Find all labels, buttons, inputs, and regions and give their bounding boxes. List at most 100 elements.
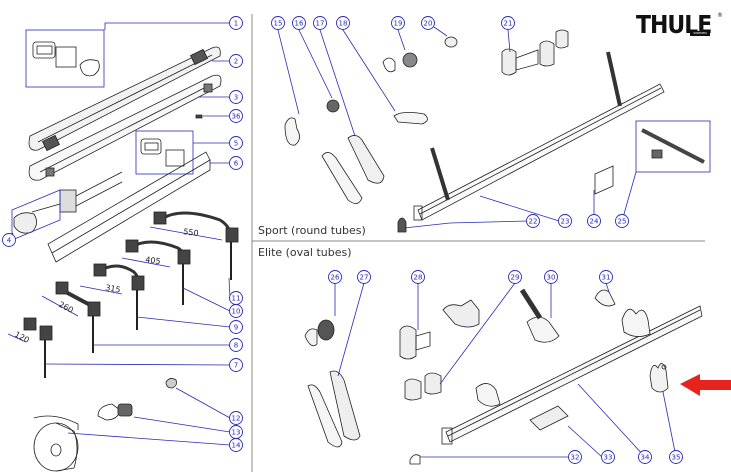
callout-2: 2	[229, 54, 243, 68]
elite-section-label: Elite (oval tubes)	[258, 246, 352, 259]
callout-circle	[229, 411, 243, 425]
callout-15: 15	[271, 16, 285, 30]
callout-number: 34	[641, 454, 650, 462]
elite-rail	[441, 305, 703, 445]
sport-section-drawings	[284, 29, 711, 233]
callout-circle	[669, 450, 683, 464]
callout-circle	[2, 233, 16, 247]
callout-29: 29	[508, 270, 522, 284]
callout-18: 18	[336, 16, 350, 30]
callout-circle	[229, 438, 243, 452]
callout-33: 33	[601, 450, 615, 464]
carrier-bar-upper	[28, 46, 221, 152]
callout-number: 16	[295, 20, 304, 28]
sport-rail	[413, 51, 665, 221]
callout-circle	[229, 54, 243, 68]
callout-number: 27	[360, 274, 369, 282]
callout-circle	[599, 270, 613, 284]
callout-16: 16	[292, 16, 306, 30]
lock-clamp-assembly	[11, 171, 123, 241]
elite-section-drawings	[304, 288, 703, 465]
callout-3: 3	[229, 90, 243, 104]
callout-circle	[508, 270, 522, 284]
callout-17: 17	[313, 16, 327, 30]
callout-number: 14	[232, 442, 241, 450]
callout-number: 33	[604, 454, 613, 462]
callout-circle	[638, 450, 652, 464]
callout-23: 23	[558, 214, 572, 228]
callout-35: 35	[669, 450, 683, 464]
callout-number: 10	[232, 308, 241, 316]
callout-number: 1	[234, 20, 238, 28]
callout-number: 5	[234, 140, 238, 148]
callout-7: 7	[229, 358, 243, 372]
callout-22: 22	[526, 214, 540, 228]
callout-number: 22	[529, 218, 538, 226]
leader-lines	[8, 22, 677, 458]
elite-tube-coupler	[399, 299, 480, 360]
callout-circle	[601, 450, 615, 464]
callout-number: 24	[590, 218, 599, 226]
callout-8: 8	[229, 338, 243, 352]
callout-30: 30	[544, 270, 558, 284]
dimension-120: 120	[13, 330, 31, 345]
callout-number: 25	[618, 218, 627, 226]
callout-number: 12	[232, 415, 241, 423]
callout-circle	[328, 270, 342, 284]
callout-circle	[229, 358, 243, 372]
highlight-arrow-icon	[680, 374, 731, 396]
callout-number: 31	[602, 274, 611, 282]
callout-11: 11	[229, 291, 243, 305]
callout-circle	[544, 270, 558, 284]
callout-circle	[229, 156, 243, 170]
registered-mark: ®	[717, 12, 723, 19]
callout-number: 19	[394, 20, 403, 28]
callout-circle	[336, 16, 350, 30]
callout-26: 26	[328, 270, 342, 284]
sport-tube-coupler	[501, 29, 569, 76]
callout-number: 29	[511, 274, 520, 282]
callout-20: 20	[421, 16, 435, 30]
mounting-angle-rail	[47, 151, 211, 263]
kit-box-25	[635, 120, 711, 173]
callout-number: 20	[424, 20, 433, 28]
callout-circle	[292, 16, 306, 30]
callout-number: 6	[234, 160, 239, 168]
callout-circle	[229, 291, 243, 305]
callout-circle	[229, 90, 243, 104]
callout-25: 25	[615, 214, 629, 228]
callout-number: 3	[234, 94, 238, 102]
callout-number: 32	[571, 454, 580, 462]
callout-9: 9	[229, 320, 243, 334]
callout-number: 23	[561, 218, 570, 226]
callout-circle	[229, 136, 243, 150]
callout-28: 28	[411, 270, 425, 284]
callout-13: 13	[229, 425, 243, 439]
callout-31: 31	[599, 270, 613, 284]
callout-circle	[587, 214, 601, 228]
callout-4: 4	[2, 233, 16, 247]
callout-24: 24	[587, 214, 601, 228]
callout-number: 21	[504, 20, 513, 28]
dimension-550: 550	[183, 227, 199, 238]
callout-circle	[271, 16, 285, 30]
callout-36: 36	[229, 109, 243, 123]
callout-number: 28	[414, 274, 423, 282]
callout-circle	[411, 270, 425, 284]
callout-6: 6	[229, 156, 243, 170]
callout-number: 7	[234, 362, 238, 370]
callout-circle	[501, 16, 515, 30]
dimension-405: 405	[145, 255, 161, 266]
callout-1: 1	[229, 16, 243, 30]
callout-number: 17	[316, 20, 325, 28]
callout-circle	[421, 16, 435, 30]
callout-number: 35	[672, 454, 681, 462]
callout-circle	[229, 109, 243, 123]
callout-10: 10	[229, 304, 243, 318]
callout-number: 2	[234, 58, 238, 66]
callout-number: 36	[232, 113, 241, 121]
callout-32: 32	[568, 450, 582, 464]
callout-19: 19	[391, 16, 405, 30]
callout-circle	[229, 16, 243, 30]
callout-14: 14	[229, 438, 243, 452]
